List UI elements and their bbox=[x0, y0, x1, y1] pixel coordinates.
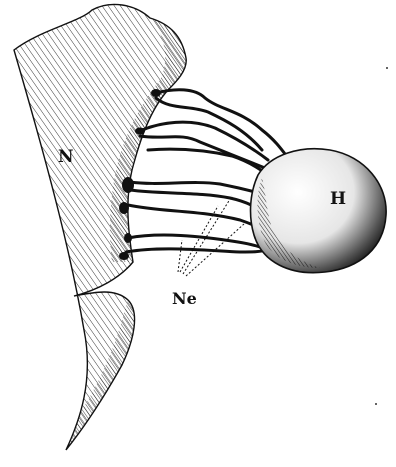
nerve-mass bbox=[14, 4, 186, 450]
speck bbox=[386, 67, 388, 69]
label-n: N bbox=[58, 147, 74, 167]
speck bbox=[375, 403, 377, 405]
label-ne: Ne bbox=[172, 289, 197, 308]
head-sphere bbox=[251, 149, 387, 273]
label-h: H bbox=[330, 189, 346, 209]
